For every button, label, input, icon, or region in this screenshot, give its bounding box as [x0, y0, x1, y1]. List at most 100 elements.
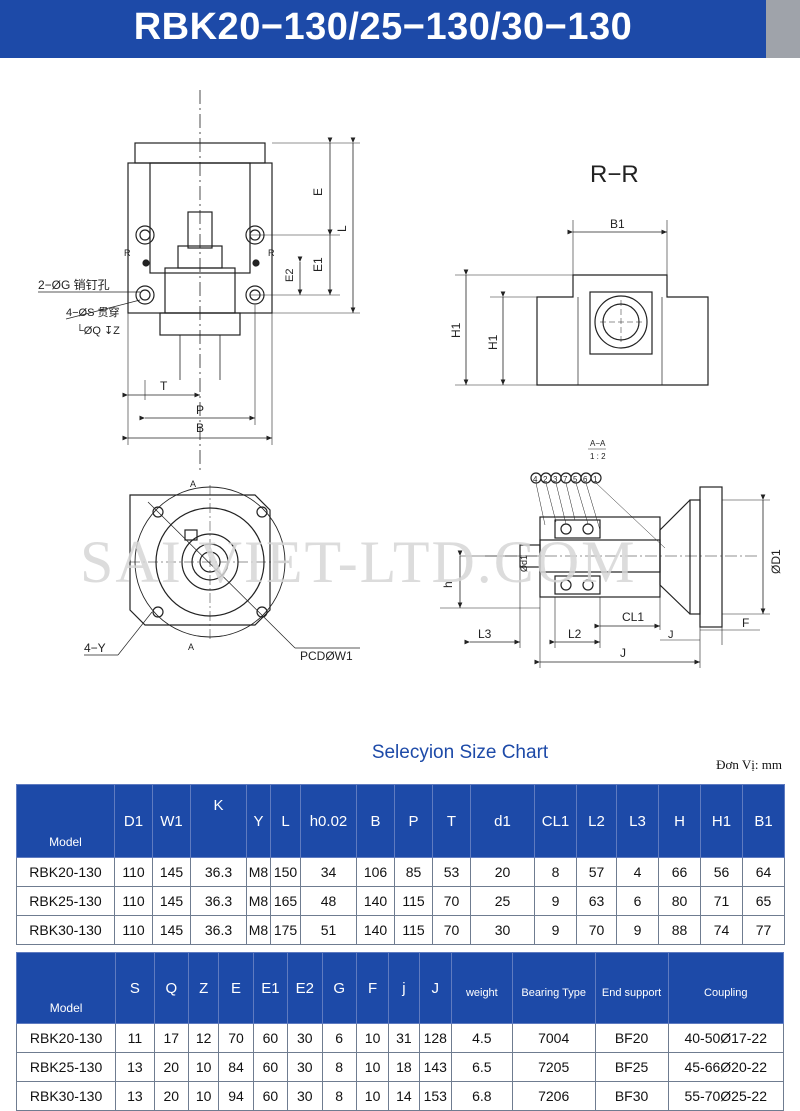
part-6: 6 [583, 475, 588, 484]
table2-cell: 20 [153, 1052, 189, 1082]
dim-b1: B1 [610, 217, 625, 231]
table1-cell: 4 [616, 857, 659, 887]
table1-header-col-11: CL1 [534, 784, 577, 858]
table2-cell: 30 [287, 1052, 323, 1082]
watermark: SAI VIET-LTD.COM [80, 529, 637, 595]
table2-cell: 40-50Ø17-22 [667, 1023, 784, 1053]
table2-cell: 13 [115, 1052, 155, 1082]
dim-h1-inner: H1 [486, 334, 500, 350]
table2-header-model: Model [15, 952, 117, 1024]
label-r-left: R [124, 248, 131, 258]
table1-cell: 65 [742, 886, 785, 916]
table2-cell: 20 [153, 1081, 189, 1111]
table1-cell: M8 [246, 915, 271, 945]
table1-cell: 57 [576, 857, 617, 887]
dim-e: E [311, 188, 325, 196]
table2-cell: 7205 [511, 1052, 596, 1082]
table1-cell: 140 [356, 886, 395, 916]
aa-label: A−A [590, 439, 606, 448]
table2-header-col-2: Q [153, 952, 189, 1024]
aa-scale: 1 : 2 [590, 452, 606, 461]
table1-cell: 30 [470, 915, 535, 945]
table1-header-col-14: H [658, 784, 701, 858]
chart-title: Selecyion Size Chart [371, 742, 549, 763]
dim-l3: L3 [478, 627, 492, 641]
table1-cell: 88 [658, 915, 701, 945]
unit-label: Đơn Vị: mm [716, 757, 782, 772]
table1-cell: 48 [300, 886, 357, 916]
table2-cell: 153 [418, 1081, 452, 1111]
dim-p: P [196, 403, 204, 417]
table1-cell: 70 [576, 915, 617, 945]
table1-cell: 145 [152, 886, 191, 916]
table1-cell: 9 [534, 915, 577, 945]
dim-e1: E1 [311, 257, 325, 272]
dim-b: B [196, 421, 204, 435]
table1-cell: 145 [152, 857, 191, 887]
table1-cell: RBK30-130 [16, 915, 115, 945]
section-a-a: A−A 1 : 2 4 2 3 7 5 6 1 Ød1 h [440, 439, 783, 668]
table2-cell: 55-70Ø25-22 [667, 1081, 784, 1111]
table1-header-col-6: h0.02 [300, 784, 357, 858]
table1-cell: 9 [616, 915, 659, 945]
table2-header-col-4: E [218, 952, 254, 1024]
table2-header-col-13: End support [594, 952, 669, 1024]
table1-cell: 115 [394, 886, 433, 916]
dim-j: J [620, 646, 626, 660]
end-view: A A 4−Y PCDØW1 [84, 479, 360, 663]
table2-cell: 8 [321, 1081, 357, 1111]
table1-cell: 74 [700, 915, 743, 945]
table2-cell: 60 [252, 1052, 289, 1082]
table1-cell: 25 [470, 886, 535, 916]
table2-cell: 7206 [511, 1081, 596, 1111]
table1-header-col-16: B1 [742, 784, 785, 858]
dim-h1-outer: H1 [449, 322, 463, 338]
table2-cell: 6 [321, 1023, 357, 1053]
table1-header-col-3: K [190, 784, 247, 858]
callout-4y: 4−Y [84, 641, 106, 655]
table2-cell: 94 [218, 1081, 254, 1111]
dim-j-small: J [668, 629, 674, 641]
table1-cell: 53 [432, 857, 471, 887]
table1-cell: 77 [742, 915, 785, 945]
table1-header-col-13: L3 [616, 784, 659, 858]
table2-cell: 11 [115, 1023, 155, 1053]
part-7: 7 [563, 475, 568, 484]
table2-cell: 70 [218, 1023, 254, 1053]
title-bar-accent [766, 0, 800, 58]
table2-header-col-8: F [355, 952, 390, 1024]
table1-cell: 66 [658, 857, 701, 887]
table1-cell: RBK20-130 [16, 857, 115, 887]
table1-cell: 9 [534, 886, 577, 916]
table2-header-col-1: S [115, 952, 155, 1024]
table1-header-col-7: B [356, 784, 395, 858]
table2-cell: 31 [388, 1023, 420, 1053]
table1-cell: 71 [700, 886, 743, 916]
table2-cell: 60 [252, 1081, 289, 1111]
table2-header-col-5: E1 [252, 952, 289, 1024]
table1-cell: 63 [576, 886, 617, 916]
technical-drawing: E E1 E2 L R R 2−ØG 销钉孔 4−ØS 贯穿 └ØQ ↧Z T … [38, 90, 783, 668]
table1-cell: RBK25-130 [16, 886, 115, 916]
table2-cell: 10 [187, 1052, 220, 1082]
table2-cell: 128 [418, 1023, 452, 1053]
table2-cell: BF25 [594, 1052, 669, 1082]
callout-pcd: PCDØW1 [300, 649, 353, 663]
dim-cl1: CL1 [622, 610, 644, 624]
table2-cell: 6.5 [450, 1052, 513, 1082]
table1-cell: 70 [432, 915, 471, 945]
table1-cell: 80 [658, 886, 701, 916]
table1-cell: 20 [470, 857, 535, 887]
table2-cell: 10 [355, 1023, 390, 1053]
dim-f: F [742, 616, 749, 630]
section-label: R−R [590, 161, 639, 188]
label-a-top: A [190, 479, 196, 489]
table2-cell: 84 [218, 1052, 254, 1082]
